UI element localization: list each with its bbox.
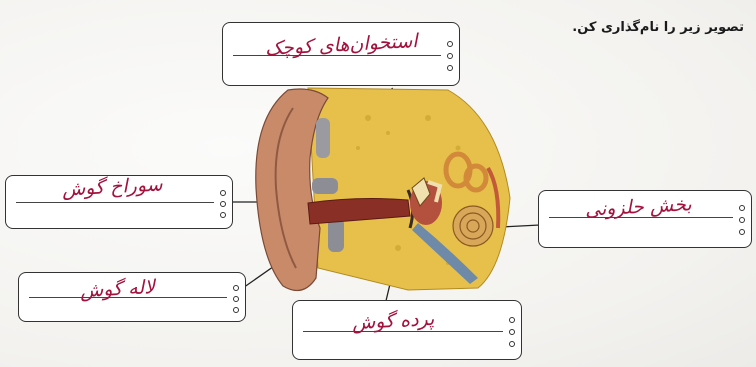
- answer-eardrum: پرده گوش: [351, 308, 434, 334]
- cartilage-lower: [328, 218, 344, 252]
- cochlea-shape: [453, 206, 493, 246]
- answer-pinna: لاله گوش: [79, 276, 155, 302]
- cartilage-upper: [316, 118, 330, 158]
- ear-diagram: [248, 78, 518, 298]
- cartilage-middle: [312, 178, 338, 194]
